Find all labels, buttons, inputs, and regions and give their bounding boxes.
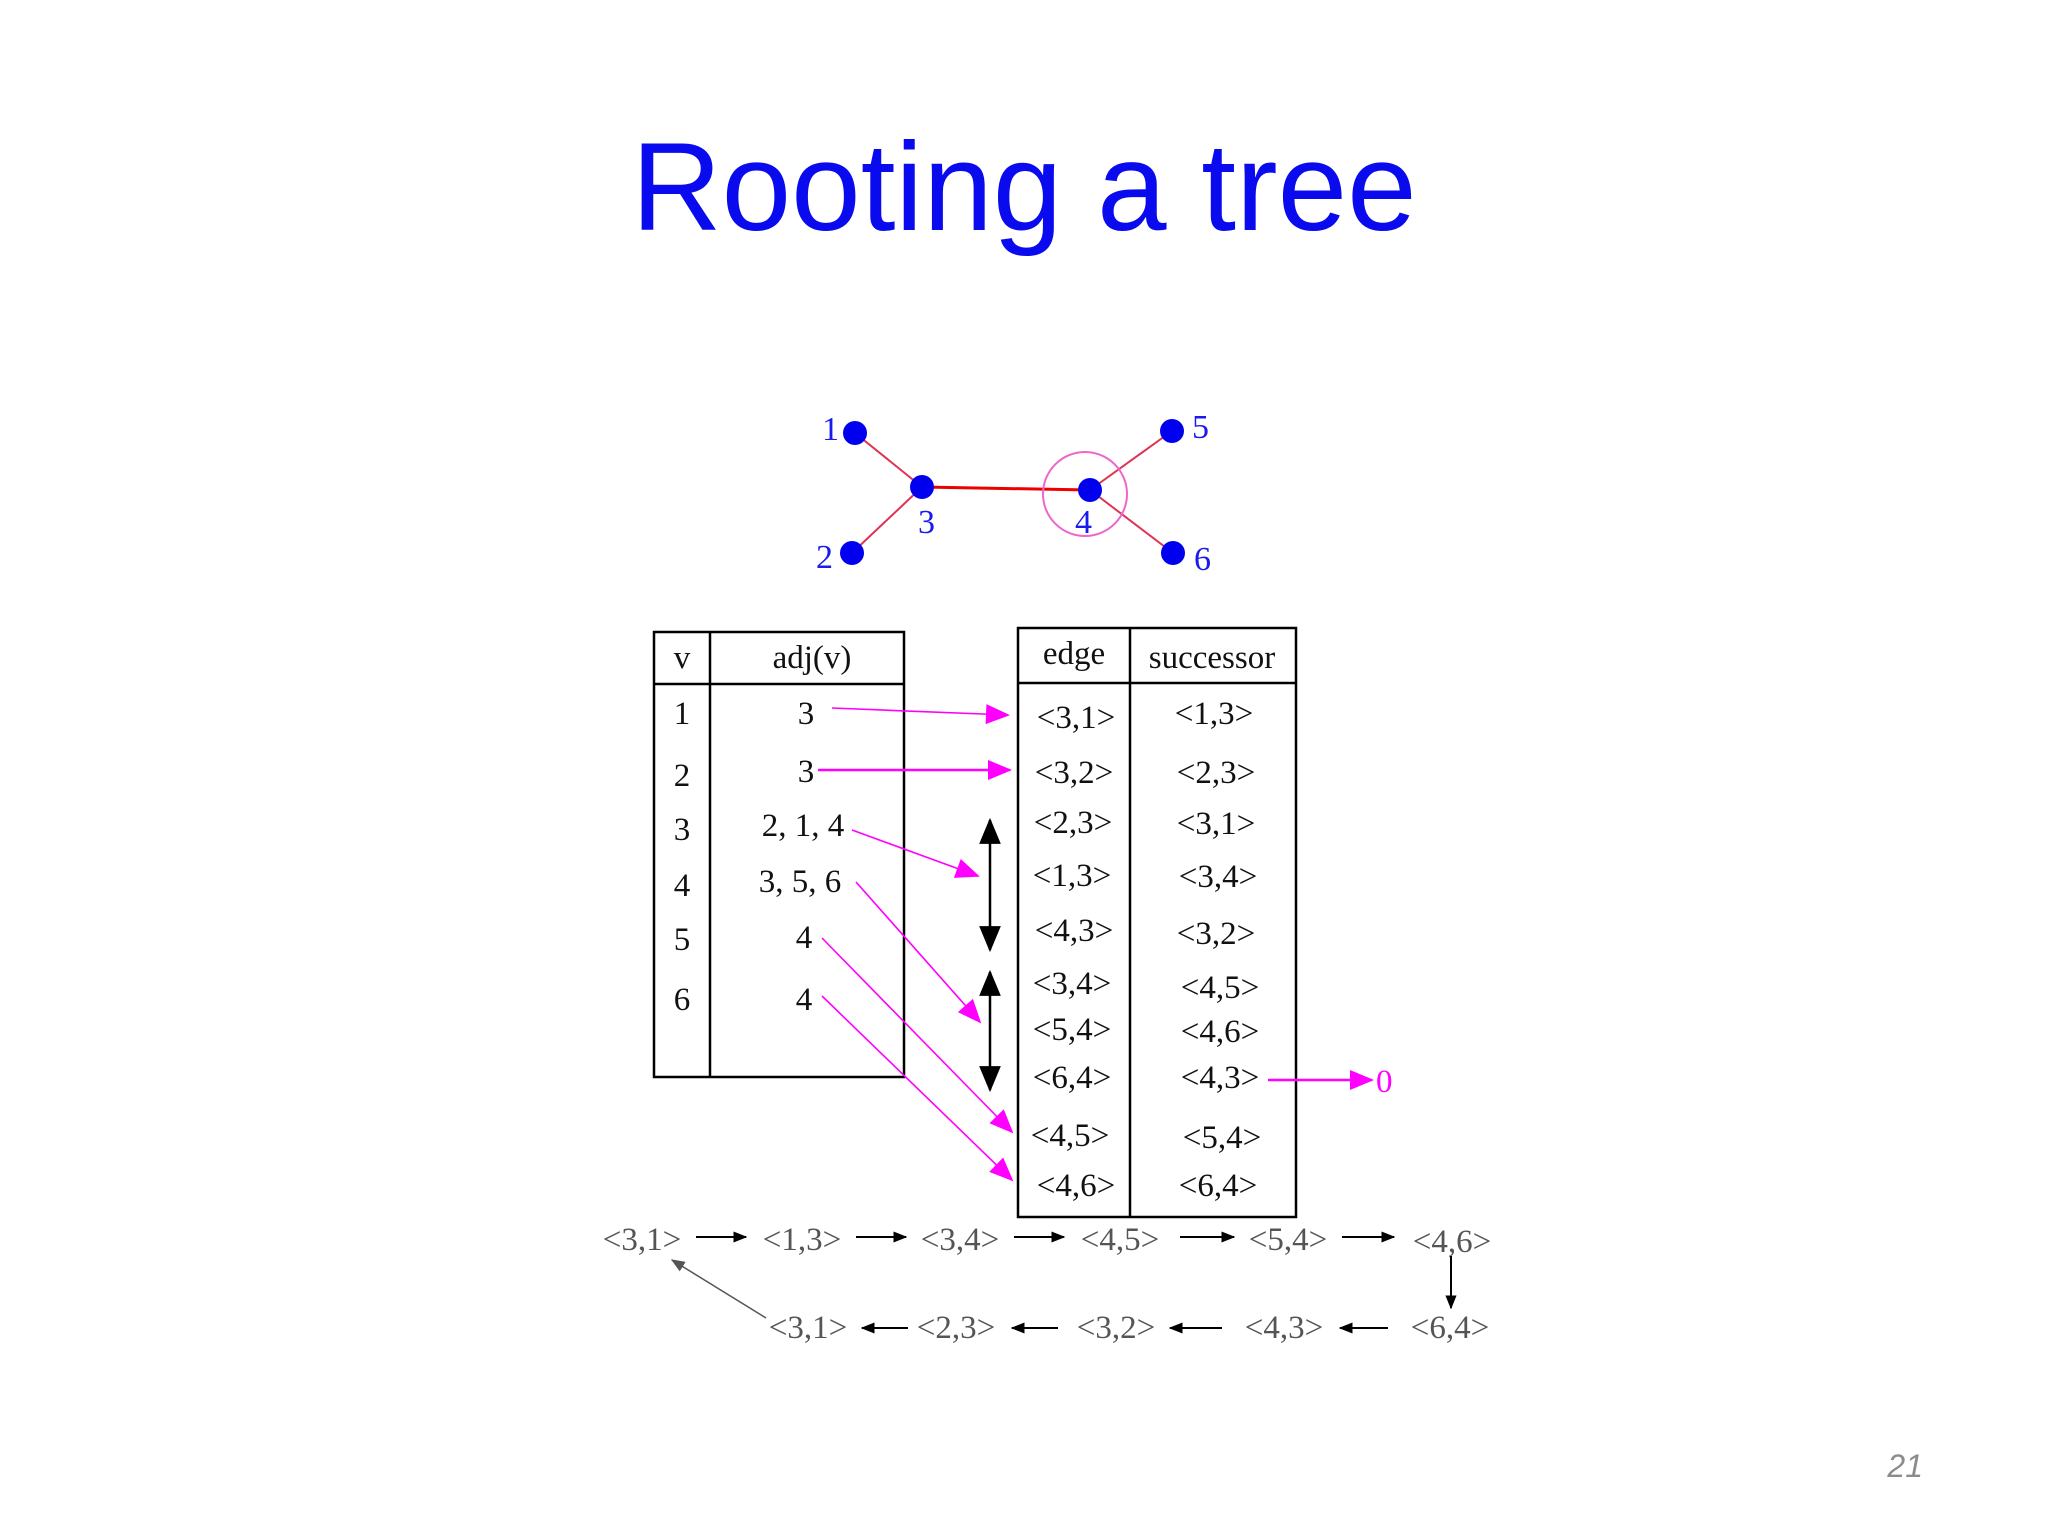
adjacency-row: 6 4 <box>674 982 813 1018</box>
tree-node-6 <box>1161 541 1185 565</box>
successor-cell-edge: <1,3> <box>1033 858 1111 894</box>
tour-edge: <4,6> <box>1413 1224 1491 1260</box>
successor-row: <4,3> <3,2> <box>1035 913 1255 952</box>
adjacency-row: 2 3 <box>674 754 815 794</box>
successor-cell-edge: <3,2> <box>1035 755 1113 791</box>
adjacency-cell-v: 5 <box>674 922 691 958</box>
page-number: 21 <box>1887 1448 1923 1484</box>
successor-cell-successor: <6,4> <box>1179 1168 1257 1204</box>
pointer-arrow <box>821 995 1014 1182</box>
tree-node-label-4: 4 <box>1075 504 1092 541</box>
successor-cell-successor: <4,3> <box>1181 1060 1259 1096</box>
successor-row: <3,2> <2,3> <box>1035 755 1255 791</box>
tree-node-1 <box>843 421 867 445</box>
tree-edge-4-5 <box>1089 430 1173 491</box>
tour-edge: <3,1> <box>769 1310 847 1346</box>
adjacency-row: 3 2, 1, 4 <box>674 808 845 848</box>
tree-node-5 <box>1160 419 1184 443</box>
successor-row: <3,4> <4,5> <box>1033 966 1259 1006</box>
adjacency-header-adj: adj(v) <box>773 640 852 676</box>
tour-edge: <3,4> <box>921 1222 999 1258</box>
adjacency-row: 5 4 <box>674 920 813 958</box>
adjacency-cell-v: 2 <box>674 758 691 794</box>
adjacency-cell-v: 3 <box>674 812 691 848</box>
adjacency-cell-adj: 2, 1, 4 <box>762 808 845 844</box>
successor-row: <4,5> <5,4> <box>1031 1118 1261 1156</box>
adjacency-cell-v: 6 <box>674 982 691 1018</box>
pointer-arrow <box>821 937 1014 1134</box>
tree-edge-1-3 <box>854 432 923 488</box>
tree-node-label-6: 6 <box>1194 541 1211 578</box>
successor-row: <6,4> <4,3> <box>1033 1060 1259 1096</box>
successor-cell-successor: <4,5> <box>1181 970 1259 1006</box>
euler-tour: <3,1> <1,3> <3,4> <4,5> <5,4> <4,6> <3,1… <box>603 1222 1491 1346</box>
tour-edge: <4,5> <box>1081 1222 1159 1258</box>
successor-cell-edge: <6,4> <box>1033 1060 1111 1096</box>
successor-cell-successor: <2,3> <box>1177 755 1255 791</box>
successor-row: <2,3> <3,1> <box>1034 805 1255 842</box>
tree-edge-3-4 <box>921 485 1091 492</box>
adjacency-row: 1 3 <box>674 696 815 732</box>
adjacency-cell-v: 1 <box>674 696 691 732</box>
adjacency-table: v adj(v) 1 3 2 3 3 2, 1, 4 4 3, 5, 6 5 4… <box>652 630 906 1079</box>
tour-edge: <6,4> <box>1411 1310 1489 1346</box>
tree-edge-2-3 <box>851 486 923 554</box>
slide-title: Rooting a tree <box>631 118 1417 257</box>
tree-graph: 1 2 3 4 5 6 <box>816 409 1211 578</box>
tour-edge: <4,3> <box>1245 1310 1323 1346</box>
successor-cell-successor: <3,4> <box>1179 859 1257 895</box>
terminal-value: 0 <box>1376 1064 1393 1100</box>
successor-cell-edge: <4,5> <box>1031 1118 1109 1154</box>
tree-node-label-1: 1 <box>822 411 839 448</box>
adjacency-cell-adj: 3 <box>798 696 815 732</box>
adjacency-cell-adj: 3, 5, 6 <box>759 864 842 900</box>
successor-cell-edge: <4,3> <box>1035 913 1113 949</box>
adjacency-row: 4 3, 5, 6 <box>674 864 842 904</box>
pointer-arrows: 0 <box>818 704 1393 1182</box>
successor-row: <5,4> <4,6> <box>1033 1012 1259 1050</box>
tour-edge: <3,2> <box>1077 1310 1155 1346</box>
root-marker-circle <box>1042 451 1128 537</box>
successor-header-edge: edge <box>1043 636 1105 672</box>
successor-cell-successor: <3,2> <box>1177 916 1255 952</box>
pointer-arrow <box>851 829 980 878</box>
pointer-arrow <box>831 704 1010 725</box>
adjacency-table-border <box>652 630 906 1079</box>
successor-row: <4,6> <6,4> <box>1037 1168 1257 1204</box>
tour-edge: <3,1> <box>603 1222 681 1258</box>
successor-cell-edge: <4,6> <box>1037 1168 1115 1204</box>
pointer-arrow <box>855 881 982 1024</box>
successor-cell-edge: <2,3> <box>1034 805 1112 841</box>
tree-node-label-2: 2 <box>816 539 833 576</box>
successor-cell-successor: <1,3> <box>1175 696 1253 732</box>
adjacency-cell-adj: 4 <box>796 982 813 1018</box>
successor-cell-edge: <5,4> <box>1033 1012 1111 1048</box>
successor-row: <3,1> <1,3> <box>1037 696 1253 736</box>
successor-table-border <box>1016 626 1298 1219</box>
tour-edge: <2,3> <box>917 1310 995 1346</box>
successor-cell-successor: <3,1> <box>1177 806 1255 842</box>
tree-node-label-3: 3 <box>918 504 935 541</box>
successor-cell-successor: <5,4> <box>1183 1120 1261 1156</box>
successor-cell-successor: <4,6> <box>1181 1014 1259 1050</box>
adjacency-cell-v: 4 <box>674 868 691 904</box>
successor-cell-edge: <3,4> <box>1033 966 1111 1002</box>
tree-edge-4-6 <box>1089 489 1174 554</box>
tree-node-3 <box>910 475 934 499</box>
tree-node-4 <box>1078 478 1102 502</box>
successor-cell-edge: <3,1> <box>1037 700 1115 736</box>
tree-node-2 <box>840 541 864 565</box>
tour-edge: <1,3> <box>763 1222 841 1258</box>
tour-edge: <5,4> <box>1249 1222 1327 1258</box>
successor-header-successor: successor <box>1149 640 1275 676</box>
adjacency-cell-adj: 3 <box>798 754 815 790</box>
adjacency-cell-adj: 4 <box>796 920 813 956</box>
tour-arrow-return <box>670 1259 767 1319</box>
adjacency-header-v: v <box>674 640 691 676</box>
tree-node-label-5: 5 <box>1192 409 1209 446</box>
successor-row: <1,3> <3,4> <box>1033 858 1257 895</box>
successor-table: edge successor <3,1> <1,3> <3,2> <2,3> <… <box>1016 626 1298 1219</box>
